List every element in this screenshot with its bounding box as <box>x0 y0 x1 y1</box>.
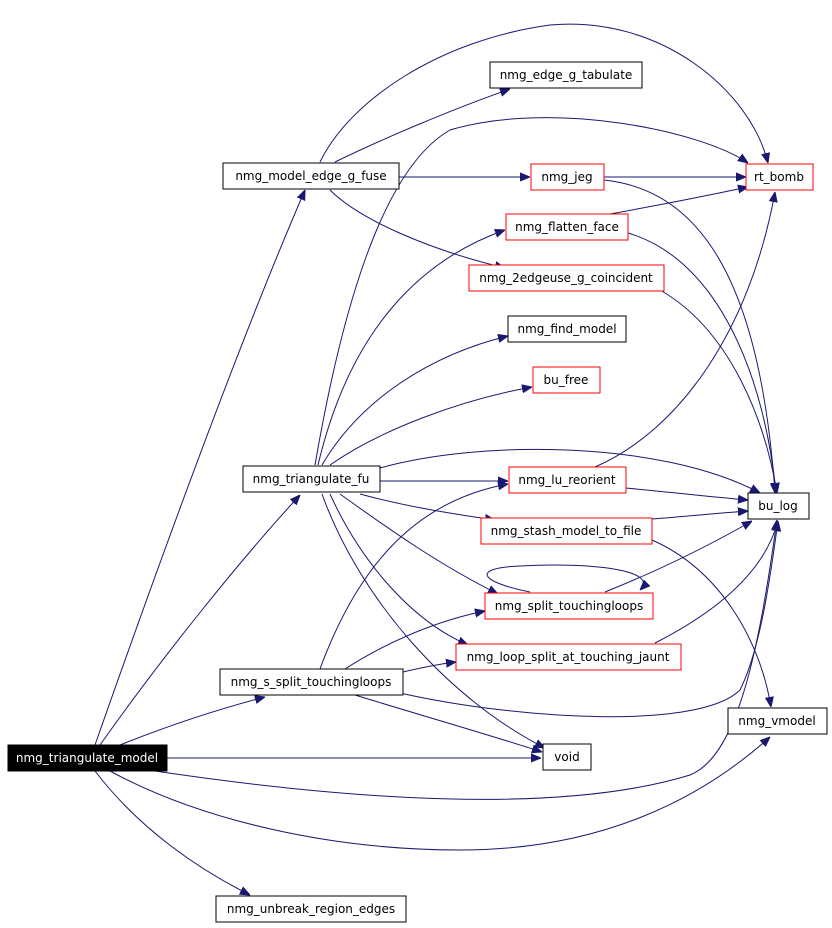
node-bu-free[interactable]: bu_free <box>532 366 601 394</box>
edge-triangulate-fu-to-void <box>321 493 545 748</box>
edge-triangulate-model-to-vmodel <box>109 737 770 851</box>
node-label: nmg_split_touchingloops <box>495 599 643 613</box>
node-nmg-jeg[interactable]: nmg_jeg <box>530 163 605 191</box>
node-label: nmg_flatten_face <box>515 220 619 234</box>
node-nmg-stash-model-to-file[interactable]: nmg_stash_model_to_file <box>480 517 653 545</box>
node-label: nmg_vmodel <box>738 714 815 728</box>
edge-s-split-to-loop-split-jaunt <box>402 662 456 673</box>
node-label: nmg_stash_model_to_file <box>491 524 642 538</box>
node-label: nmg_find_model <box>517 322 616 336</box>
edge-split-touchingloops-to-bu-log <box>604 521 752 593</box>
edge-triangulate-model-to-unbreak-region-edges <box>94 770 250 895</box>
edge-triangulate-fu-to-bu-free <box>329 387 532 466</box>
edge-stash-model-to-bu-log <box>651 511 748 520</box>
node-label: nmg_edge_g_tabulate <box>500 68 633 82</box>
edge-triangulate-fu-to-split-touchingloops <box>339 493 498 594</box>
node-label: nmg_triangulate_model <box>16 751 158 765</box>
edge-triangulate-model-to-triangulate-fu <box>99 495 300 746</box>
edge-triangulate-fu-to-flatten-face <box>317 230 505 466</box>
node-bu-log[interactable]: bu_log <box>747 492 810 520</box>
edge-lu-reorient-to-bu-log <box>625 487 748 500</box>
edge-triangulate-model-to-edge-g-fuse <box>94 190 305 746</box>
node-nmg-s-split-touchingloops[interactable]: nmg_s_split_touchingloops <box>219 668 404 696</box>
node-label: nmg_triangulate_fu <box>253 472 370 486</box>
node-label: rt_bomb <box>754 170 804 184</box>
edge-triangulate-fu-to-bu-log <box>379 448 760 493</box>
node-label: bu_free <box>544 373 589 387</box>
edge-flatten-face-to-rt-bomb <box>609 187 748 215</box>
edge-edge-g-fuse-to-2edgeuse <box>329 189 505 268</box>
node-nmg-triangulate-model[interactable]: nmg_triangulate_model <box>7 744 168 772</box>
edges <box>94 23 778 895</box>
node-nmg-lu-reorient[interactable]: nmg_lu_reorient <box>508 466 627 494</box>
edge-lu-reorient-to-rt-bomb <box>594 192 775 468</box>
node-nmg-split-touchingloops[interactable]: nmg_split_touchingloops <box>484 592 654 620</box>
node-nmg-unbreak-region-edges[interactable]: nmg_unbreak_region_edges <box>215 895 407 923</box>
node-label: nmg_model_edge_g_fuse <box>235 169 386 183</box>
edge-triangulate-fu-to-rt-bomb <box>314 117 748 466</box>
edge-s-split-to-void <box>354 694 542 752</box>
node-nmg-model-edge-g-fuse[interactable]: nmg_model_edge_g_fuse <box>222 162 400 190</box>
node-label: bu_log <box>758 499 798 513</box>
node-label: nmg_unbreak_region_edges <box>227 902 395 916</box>
edge-s-split-to-lu-reorient <box>319 484 508 670</box>
edge-triangulate-fu-to-find-model <box>321 336 508 466</box>
edge-triangulate-model-to-s-split-touchingloops <box>119 697 265 746</box>
edge-edge-g-fuse-to-edge-g-tabulate <box>334 89 510 163</box>
node-nmg-triangulate-fu[interactable]: nmg_triangulate_fu <box>242 465 381 493</box>
node-rt-bomb[interactable]: rt_bomb <box>745 163 814 191</box>
node-label: nmg_lu_reorient <box>518 473 616 487</box>
edge-split-touchingloops-self <box>486 564 643 593</box>
nodes: nmg_triangulate_model nmg_model_edge_g_f… <box>7 61 828 923</box>
edge-jeg-to-bu-log <box>603 179 775 493</box>
node-nmg-flatten-face[interactable]: nmg_flatten_face <box>505 213 629 241</box>
node-nmg-vmodel[interactable]: nmg_vmodel <box>727 707 828 735</box>
edge-triangulate-fu-to-stash-model <box>359 493 495 520</box>
edge-triangulate-fu-to-loop-split-jaunt <box>329 493 468 645</box>
node-nmg-loop-split-at-touching-jaunt[interactable]: nmg_loop_split_at_touching_jaunt <box>455 643 682 671</box>
node-nmg-edge-g-tabulate[interactable]: nmg_edge_g_tabulate <box>489 61 643 89</box>
node-label: nmg_jeg <box>541 170 592 184</box>
edge-s-split-to-split-touchingloops <box>344 611 485 670</box>
node-nmg-2edgeuse-g-coincident[interactable]: nmg_2edgeuse_g_coincident <box>468 264 665 292</box>
edge-flatten-face-to-bu-log <box>627 232 776 493</box>
node-label: nmg_s_split_touchingloops <box>231 675 392 689</box>
node-nmg-find-model[interactable]: nmg_find_model <box>507 315 627 343</box>
edge-s-split-to-bu-log <box>399 521 778 718</box>
edge-edge-g-fuse-to-rt-bomb <box>319 23 768 163</box>
node-label: nmg_loop_split_at_touching_jaunt <box>467 650 670 664</box>
node-label: void <box>554 750 579 764</box>
edge-loop-jaunt-to-bu-log <box>654 521 778 644</box>
edge-stash-model-to-vmodel <box>651 539 771 707</box>
edge-2edgeuse-to-bu-log <box>659 289 777 493</box>
node-label: nmg_2edgeuse_g_coincident <box>479 271 653 285</box>
node-void[interactable]: void <box>542 743 592 771</box>
